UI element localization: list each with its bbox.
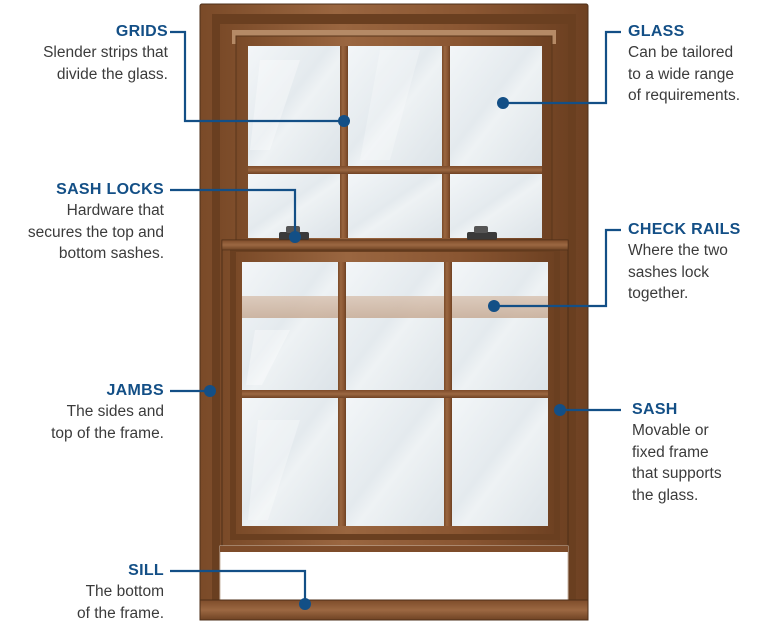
callout-title: SASH xyxy=(632,401,678,418)
callout-description: Hardware that secures the top and bottom… xyxy=(27,202,164,262)
callout-description: Slender strips that divide the glass. xyxy=(43,44,168,83)
leader-lines xyxy=(170,30,621,604)
glass-pane xyxy=(348,46,442,166)
callout-title: GLASS xyxy=(628,23,685,40)
callout-glass: GLASS Can be tailored to a wide range of… xyxy=(628,22,766,107)
callout-description: Where the two sashes lock together. xyxy=(628,242,728,302)
callout-sill: SILL The bottom of the frame. xyxy=(0,561,164,624)
check-rails-dot xyxy=(488,300,500,312)
window-sill xyxy=(199,545,589,621)
callout-jambs: JAMBS The sides and top of the frame. xyxy=(0,381,164,444)
glass-pane xyxy=(242,262,338,390)
check-rails-leader xyxy=(494,228,621,308)
glass-pane xyxy=(452,262,548,390)
callout-sash-locks: SASH LOCKS Hardware that secures the top… xyxy=(0,180,164,265)
glass-pane xyxy=(242,398,338,526)
callout-sash: SASH Movable or fixed frame that support… xyxy=(632,400,766,506)
glass-pane xyxy=(452,398,548,526)
callout-description: The sides and top of the frame. xyxy=(51,403,164,442)
grids-leader xyxy=(170,30,344,123)
sash-lock-right xyxy=(467,226,497,240)
glass-pane xyxy=(450,46,542,166)
sash-dot xyxy=(554,404,566,416)
glass-pane xyxy=(346,262,444,390)
glass-dot xyxy=(497,97,509,109)
sash-locks-leader xyxy=(170,188,297,237)
callout-grids: GRIDS Slender strips that divide the gla… xyxy=(0,22,168,85)
callout-title: GRIDS xyxy=(115,23,168,40)
grid-muntins xyxy=(242,46,548,526)
sash-locks-dot xyxy=(289,231,301,243)
callout-description: Can be tailored to a wide range of requi… xyxy=(628,44,740,104)
glass-pane xyxy=(450,174,542,238)
glass-pane xyxy=(348,174,442,238)
upper-sash xyxy=(235,35,553,247)
glass-pane xyxy=(248,46,340,166)
callout-check-rails: CHECK RAILS Where the two sashes lock to… xyxy=(628,220,766,305)
sill-leader xyxy=(170,569,307,604)
jambs-dot xyxy=(204,385,216,397)
callout-title: JAMBS xyxy=(106,382,164,399)
callout-description: Movable or fixed frame that supports the… xyxy=(632,422,722,504)
leader-dots xyxy=(204,97,566,610)
grids-dot xyxy=(338,115,350,127)
callout-description: The bottom of the frame. xyxy=(76,583,164,622)
glass-pane xyxy=(346,398,444,526)
callout-title: CHECK RAILS xyxy=(628,221,741,238)
sill-dot xyxy=(299,598,311,610)
check-rail xyxy=(221,239,569,251)
callout-title: SILL xyxy=(128,562,164,579)
callout-title: SASH LOCKS xyxy=(56,181,164,198)
glass-leader xyxy=(503,30,621,105)
